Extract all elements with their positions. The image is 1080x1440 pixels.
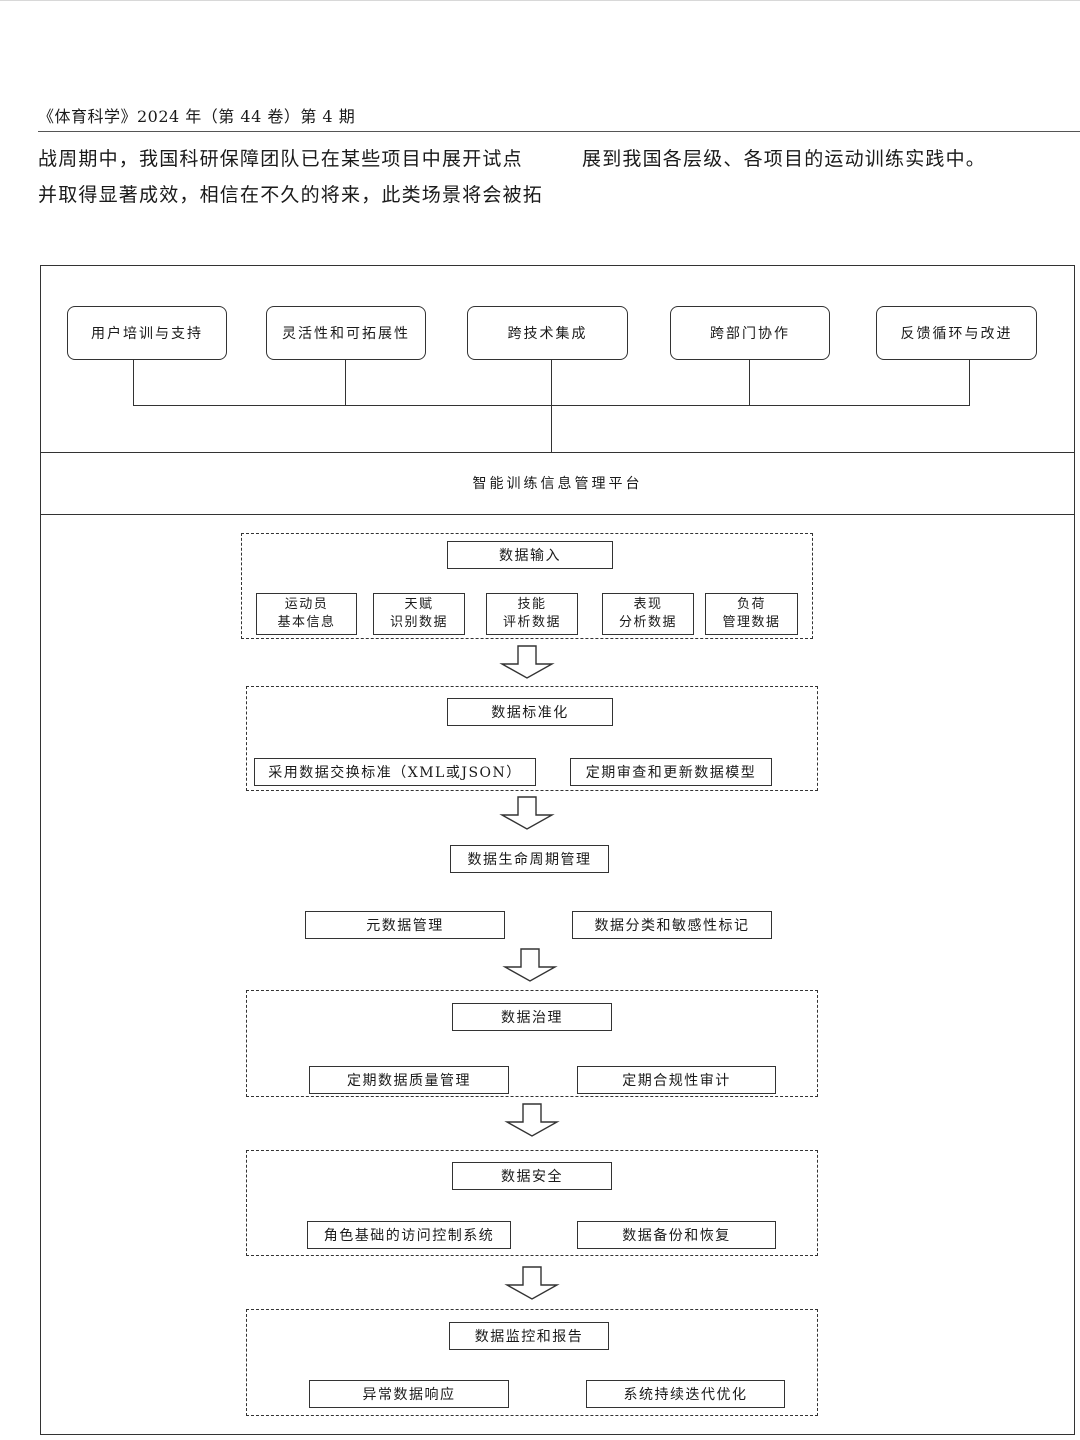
item-text: 识别数据 [389, 615, 448, 630]
title-monitoring: 数据监控和报告 [449, 1322, 609, 1350]
item-iteration: 系统持续迭代优化 [586, 1380, 785, 1408]
item-model-review: 定期审查和更新数据模型 [570, 758, 772, 786]
item-backup: 数据备份和恢复 [577, 1221, 776, 1249]
item-compliance: 定期合规性审计 [577, 1066, 776, 1094]
section-governance [246, 990, 818, 1097]
section-security [246, 1150, 818, 1256]
item-skill-data: 技能评析数据 [486, 593, 578, 635]
title-governance: 数据治理 [452, 1003, 612, 1031]
down-arrow-icon [504, 1266, 560, 1300]
top-border-line [0, 0, 1080, 1]
down-arrow-icon [499, 796, 555, 830]
item-athlete-info: 运动员基本信息 [256, 593, 357, 635]
item-text: 运动员 [284, 597, 329, 612]
down-arrow-icon [499, 645, 555, 679]
paragraph-right: 展到我国各层级、各项目的运动训练实践中。 [582, 141, 1072, 177]
title-security: 数据安全 [452, 1162, 612, 1190]
paragraph-line: 战周期中，我国科研保障团队已在某些项目中展开试点 [38, 148, 523, 170]
connector-line [133, 359, 134, 405]
section-standardization [246, 686, 818, 791]
box-flexibility: 灵活性和可拓展性 [266, 306, 426, 360]
item-performance-data: 表现分析数据 [602, 593, 694, 635]
box-feedback: 反馈循环与改进 [876, 306, 1037, 360]
paragraph-left: 战周期中，我国科研保障团队已在某些项目中展开试点 并取得显著成效，相信在不久的将… [38, 141, 543, 213]
journal-header: 《体育科学》2024 年（第 44 卷）第 4 期 [38, 107, 356, 126]
section-data-input [241, 533, 813, 639]
item-text: 表现 [633, 597, 663, 612]
item-text: 基本信息 [277, 615, 336, 630]
down-arrow-icon [502, 948, 558, 982]
down-arrow-icon [504, 1103, 560, 1137]
figure-diagram: 用户培训与支持 灵活性和可拓展性 跨技术集成 跨部门协作 反馈循环与改进 智能训… [40, 265, 1075, 1435]
item-text: 负荷 [736, 597, 766, 612]
paragraph-line: 并取得显著成效，相信在不久的将来，此类场景将会被拓 [38, 184, 544, 206]
connector-line [969, 359, 970, 405]
item-metadata: 元数据管理 [305, 911, 505, 939]
header-rule [38, 131, 1080, 132]
platform-bottom-line [41, 514, 1074, 515]
title-data-input: 数据输入 [447, 541, 613, 569]
item-text: 分析数据 [618, 615, 677, 630]
item-exchange-standard: 采用数据交换标准（XML或JSON） [254, 758, 536, 786]
item-talent-data: 天赋识别数据 [373, 593, 465, 635]
connector-line [345, 359, 346, 405]
item-load-data: 负荷管理数据 [705, 593, 798, 635]
platform-top-line [41, 452, 1074, 453]
item-text: 管理数据 [722, 615, 781, 630]
item-text: 技能 [517, 597, 547, 612]
item-text: 评析数据 [502, 615, 561, 630]
box-cross-tech: 跨技术集成 [467, 306, 628, 360]
item-anomaly-response: 异常数据响应 [309, 1380, 509, 1408]
item-classification: 数据分类和敏感性标记 [572, 911, 772, 939]
title-lifecycle: 数据生命周期管理 [450, 845, 609, 873]
item-quality: 定期数据质量管理 [309, 1066, 509, 1094]
title-standardization: 数据标准化 [447, 698, 613, 726]
connector-line [749, 359, 750, 405]
platform-label: 智能训练信息管理平台 [472, 476, 643, 492]
item-text: 天赋 [404, 597, 434, 612]
box-user-training: 用户培训与支持 [67, 306, 227, 360]
box-cross-department: 跨部门协作 [670, 306, 830, 360]
connector-line [133, 405, 970, 406]
paragraph-line: 展到我国各层级、各项目的运动训练实践中。 [582, 148, 987, 170]
item-access-control: 角色基础的访问控制系统 [307, 1221, 511, 1249]
section-monitoring [246, 1309, 818, 1416]
